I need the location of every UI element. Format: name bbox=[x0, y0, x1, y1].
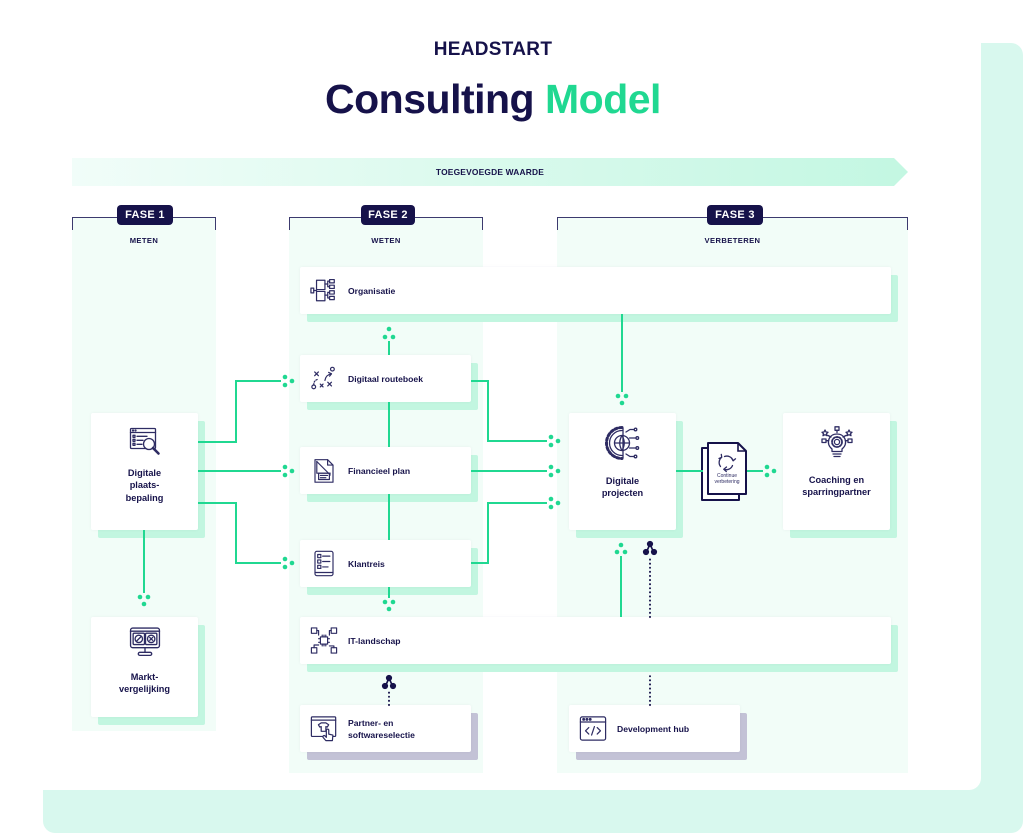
label-line: Digitale bbox=[127, 468, 162, 478]
label-line: vergelijking bbox=[118, 684, 171, 695]
card-label: Partner- en softwareselectie bbox=[348, 705, 415, 752]
banner-label: TOEGEVOEGDE WAARDE bbox=[435, 167, 545, 177]
card-digitale-plaatsbepaling[interactable]: Digitale plaats- bepaling bbox=[91, 413, 198, 530]
card-partner-softwareselectie[interactable]: Partner- en softwareselectie bbox=[300, 705, 471, 752]
label-line: plaats- bbox=[129, 480, 160, 491]
card-label: Digitaal routeboek bbox=[348, 373, 423, 384]
card-organisatie[interactable]: Organisatie bbox=[300, 267, 891, 314]
card-label: Markt- vergelijking bbox=[91, 671, 198, 696]
card-financieel-plan[interactable]: Financieel plan bbox=[300, 447, 471, 494]
card-label: Development hub bbox=[617, 723, 690, 734]
label-line: sparringpartner bbox=[802, 487, 871, 498]
phase-3-subtitle: VERBETEREN bbox=[704, 236, 761, 245]
checklist-icon bbox=[314, 550, 334, 577]
folded-corner bbox=[737, 443, 746, 452]
card-label: Klantreis bbox=[348, 558, 385, 569]
website-search-icon bbox=[129, 427, 160, 455]
label-line: Digitale bbox=[605, 476, 640, 486]
page-title: Consulting Model bbox=[0, 76, 986, 123]
monitor-gauges-icon bbox=[129, 627, 160, 657]
financial-document-icon bbox=[314, 459, 334, 483]
card-label: Coaching en sparringpartner bbox=[783, 474, 890, 499]
card-marktvergelijking[interactable]: Markt- vergelijking bbox=[91, 617, 198, 717]
phase-1-subtitle: METEN bbox=[129, 236, 159, 245]
label-line: softwareselectie bbox=[348, 729, 415, 740]
card-it-landschap[interactable]: IT-landschap bbox=[300, 617, 891, 664]
card-label: Financieel plan bbox=[348, 465, 411, 476]
org-chart-icon bbox=[310, 278, 335, 302]
label-line: Markt- bbox=[130, 672, 159, 682]
title-accent: Model bbox=[545, 76, 661, 122]
phase-3-badge: FASE 3 bbox=[707, 205, 763, 225]
phase-2-badge: FASE 2 bbox=[361, 205, 415, 225]
card-klantreis[interactable]: Klantreis bbox=[300, 540, 471, 587]
card-label: Organisatie bbox=[348, 285, 396, 296]
brand-name: HEADSTART bbox=[433, 39, 553, 60]
lightbulb-gear-icon bbox=[820, 426, 853, 458]
label-line: Coaching en bbox=[808, 475, 865, 485]
phase-2-subtitle: WETEN bbox=[371, 236, 401, 245]
gear-globe-icon bbox=[604, 426, 639, 460]
card-digitale-projecten[interactable]: Digitale projecten bbox=[569, 413, 676, 530]
continuous-improvement-label: Continue verbetering bbox=[706, 473, 748, 485]
card-development-hub[interactable]: Development hub bbox=[569, 705, 740, 752]
it-network-icon bbox=[310, 627, 338, 654]
value-arrow-banner: TOEGEVOEGDE WAARDE bbox=[72, 158, 908, 186]
label-line: Continue bbox=[716, 473, 737, 479]
card-label: Digitale plaats- bepaling bbox=[91, 467, 198, 504]
label-line: verbetering bbox=[714, 479, 740, 485]
continuous-improvement-document[interactable] bbox=[700, 441, 748, 502]
phase-1-badge: FASE 1 bbox=[117, 205, 173, 225]
label-line: projecten bbox=[601, 488, 644, 499]
browser-hand-icon bbox=[310, 716, 337, 742]
card-digitaal-routeboek[interactable]: Digitaal routeboek bbox=[300, 355, 471, 402]
code-window-icon bbox=[579, 716, 607, 741]
label-line: Partner- en bbox=[348, 717, 394, 728]
card-coaching-sparringpartner[interactable]: Coaching en sparringpartner bbox=[783, 413, 890, 530]
label-line: bepaling bbox=[125, 492, 164, 503]
playbook-icon bbox=[311, 366, 335, 390]
front-sheet bbox=[707, 442, 747, 495]
card-label: Digitale projecten bbox=[569, 475, 676, 500]
cycle-arrows-icon bbox=[718, 453, 737, 473]
card-label: IT-landschap bbox=[348, 635, 401, 646]
title-main: Consulting bbox=[325, 76, 535, 122]
